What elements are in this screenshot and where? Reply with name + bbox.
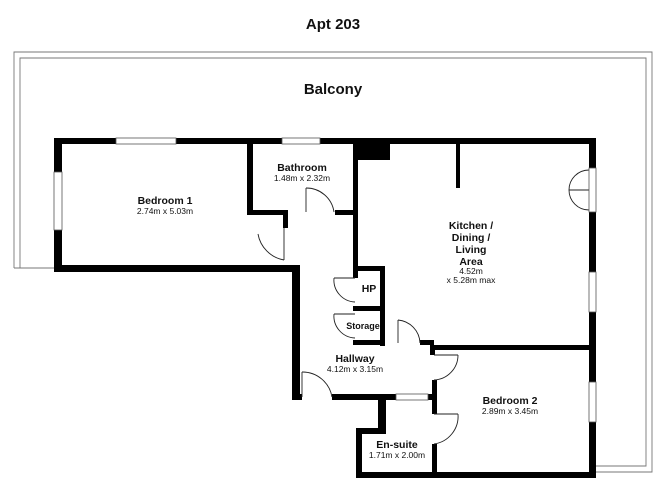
room-name: Bedroom 1 xyxy=(138,195,193,207)
room-kitchen-dining-living: Kitchen / Dining / Living Area 4.52m x 5… xyxy=(447,220,496,285)
room-dimensions: 1.71m x 2.00m xyxy=(369,450,425,460)
room-dimensions: 1.48m x 2.32m xyxy=(274,173,330,183)
room-name-line-1: Kitchen / xyxy=(449,220,493,232)
room-dimensions-line-2: x 5.28m max xyxy=(447,275,496,285)
room-name: Bathroom xyxy=(277,162,327,174)
room-dimensions: 4.12m x 3.15m xyxy=(327,364,383,374)
room-name: Storage xyxy=(346,321,380,331)
room-name: HP xyxy=(362,283,377,295)
room-dimensions-line-1: 4.52m xyxy=(459,266,483,276)
room-bathroom: Bathroom 1.48m x 2.32m xyxy=(274,162,330,183)
room-dimensions: 2.89m x 3.45m xyxy=(482,406,538,416)
room-name-line-4: Area xyxy=(459,256,483,268)
plan-title: Apt 203 xyxy=(306,16,360,33)
room-hp: HP xyxy=(362,283,377,295)
room-hallway: Hallway 4.12m x 3.15m xyxy=(327,353,383,374)
room-name-line-3: Living xyxy=(456,244,487,256)
room-name: Hallway xyxy=(335,353,374,365)
room-name: En-suite xyxy=(376,439,418,451)
room-bedroom-1: Bedroom 1 2.74m x 5.03m xyxy=(137,195,193,216)
room-name: Bedroom 2 xyxy=(483,395,538,407)
room-en-suite: En-suite 1.71m x 2.00m xyxy=(369,439,425,460)
doors xyxy=(257,167,597,445)
room-bedroom-2: Bedroom 2 2.89m x 3.45m xyxy=(482,395,538,416)
room-name-line-2: Dining / xyxy=(452,232,491,244)
room-storage: Storage xyxy=(346,321,380,331)
walls xyxy=(54,138,596,478)
windows xyxy=(53,137,597,423)
room-dimensions: 2.74m x 5.03m xyxy=(137,206,193,216)
balcony-outline xyxy=(13,51,653,473)
balcony-label: Balcony xyxy=(304,81,363,98)
